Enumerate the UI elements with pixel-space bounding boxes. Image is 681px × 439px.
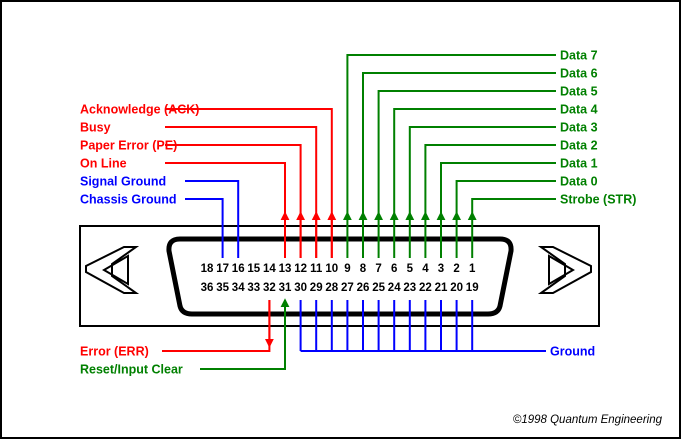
label-data-6: Data 6: [560, 67, 598, 81]
wire-pin-31: [200, 346, 286, 370]
pin-34: 34: [232, 282, 245, 294]
pin-17: 17: [216, 263, 229, 275]
label-data-4: Data 4: [560, 103, 598, 117]
pin-13: 13: [279, 263, 292, 275]
pin-33: 33: [247, 282, 260, 294]
pin-31: 31: [279, 282, 292, 294]
pin-12: 12: [294, 263, 307, 275]
pin-26: 26: [357, 282, 370, 294]
pin-29: 29: [310, 282, 323, 294]
pin-6: 6: [391, 263, 397, 275]
label-error-err: Error (ERR): [80, 345, 149, 359]
pin-22: 22: [419, 282, 432, 294]
label-ground: Ground: [550, 345, 595, 359]
pin-20: 20: [450, 282, 463, 294]
label-data-5: Data 5: [560, 85, 598, 99]
label-reset-input-clear: Reset/Input Clear: [80, 363, 183, 377]
label-data-7: Data 7: [560, 49, 598, 63]
pin-10: 10: [325, 263, 338, 275]
wire-pin-5: [405, 126, 556, 221]
pin-9: 9: [344, 263, 350, 275]
label-data-1: Data 1: [560, 157, 598, 171]
label-strobe-str: Strobe (STR): [560, 193, 636, 207]
wire-pin-8: [358, 72, 556, 221]
label-chassis-ground: Chassis Ground: [80, 193, 177, 207]
pin-28: 28: [325, 282, 338, 294]
label-signal-ground: Signal Ground: [80, 175, 166, 189]
pin-14: 14: [263, 263, 276, 275]
pin-8: 8: [360, 263, 367, 275]
pin-24: 24: [388, 282, 401, 294]
wire-pin-4: [420, 144, 556, 221]
mounting-bracket-right: [537, 246, 592, 294]
pin-19: 19: [466, 282, 479, 294]
pin-1: 1: [469, 263, 476, 275]
wire-pin-2: [452, 180, 556, 221]
label-data-3: Data 3: [560, 121, 598, 135]
pin-36: 36: [201, 282, 214, 294]
label-busy: Busy: [80, 121, 111, 135]
pin-25: 25: [372, 282, 385, 294]
wire-pin-3: [436, 162, 556, 221]
pin-35: 35: [216, 282, 229, 294]
copyright-text: ©1998 Quantum Engineering: [513, 414, 663, 426]
pin-16: 16: [232, 263, 245, 275]
wire-pin-16: [185, 180, 240, 258]
connector-face: [166, 236, 514, 317]
pin-23: 23: [403, 282, 416, 294]
pin-4: 4: [422, 263, 429, 275]
pin-21: 21: [435, 282, 448, 294]
signal-wires: [162, 54, 556, 370]
pin-15: 15: [247, 263, 260, 275]
wire-pin-9: [342, 54, 556, 221]
wire-pin-7: [374, 90, 556, 221]
pin-3: 3: [438, 263, 444, 275]
signal-labels: Data 7 Data 6 Data 5 Data 4 Data 3 Data 2 Data…: [80, 49, 636, 377]
pin-27: 27: [341, 282, 354, 294]
label-data-2: Data 2: [560, 139, 598, 153]
label-acknowledge-ack: Acknowledge (ACK): [80, 103, 199, 117]
label-data-0: Data 0: [560, 175, 598, 189]
pin-11: 11: [310, 263, 323, 275]
wire-pin-6: [389, 108, 556, 221]
pin-2: 2: [453, 263, 459, 275]
pin-7: 7: [375, 263, 381, 275]
wire-pin-1: [467, 198, 556, 221]
pin-32: 32: [263, 282, 276, 294]
wire-pin-10: [165, 108, 333, 258]
label-on-line: On Line: [80, 157, 127, 171]
pin-30: 30: [294, 282, 307, 294]
label-paper-error-pe: Paper Error (PE): [80, 139, 177, 153]
mounting-bracket-left: [85, 246, 140, 294]
wire-pin-17: [185, 198, 224, 258]
pin-18: 18: [201, 263, 214, 275]
pin-5: 5: [407, 263, 414, 275]
